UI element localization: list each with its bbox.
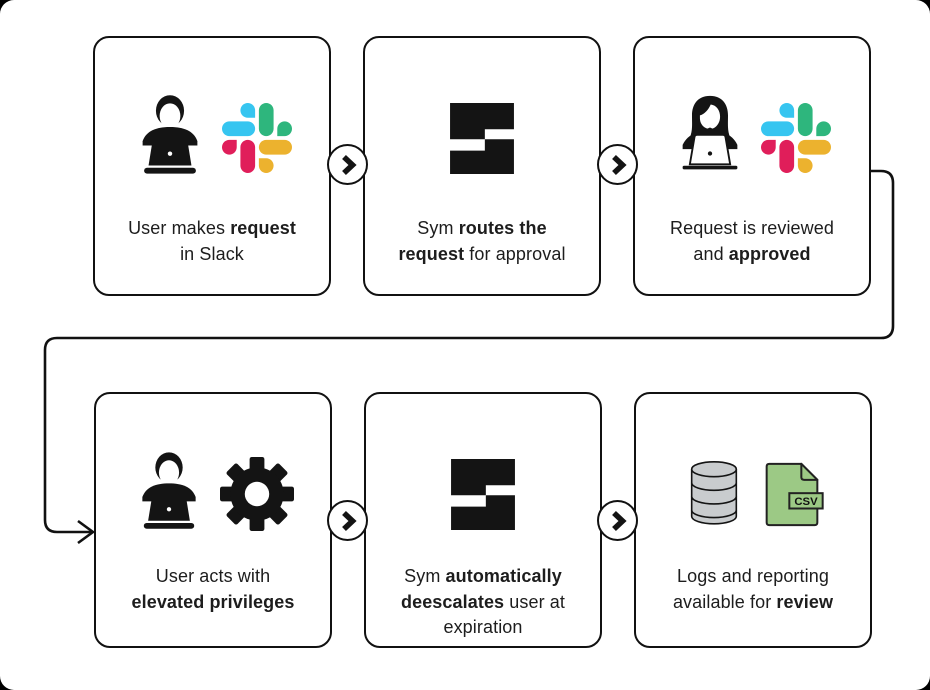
card-2-icons [365,64,599,212]
sym-logo-icon [450,102,514,174]
card-3-icons [635,64,869,212]
database-icon [690,460,737,525]
chevron-right-icon [611,154,627,175]
flow-chevron-2 [597,144,638,185]
flow-chevron-1 [327,144,368,185]
csv-label: CSV [794,496,818,508]
csv-file-icon: CSV [765,462,824,526]
person-female-laptop-icon [682,95,737,170]
sym-logo-icon [451,458,515,530]
arrowhead-icon [77,519,96,545]
slack-icon [760,103,831,173]
flow-chevron-4 [597,500,638,541]
card-4-icons [96,420,330,568]
chevron-right-icon [341,154,357,175]
chevron-right-icon [611,510,627,531]
person-male-laptop-icon [142,94,197,174]
card-1-icons [95,64,329,212]
slack-icon [221,103,292,173]
card-6-icons: CSV [636,420,870,568]
chevron-right-icon [341,510,357,531]
person-male-laptop-icon [141,451,196,529]
flow-chevron-3 [327,500,368,541]
card-5-icons [366,420,600,568]
gear-icon [219,457,294,531]
